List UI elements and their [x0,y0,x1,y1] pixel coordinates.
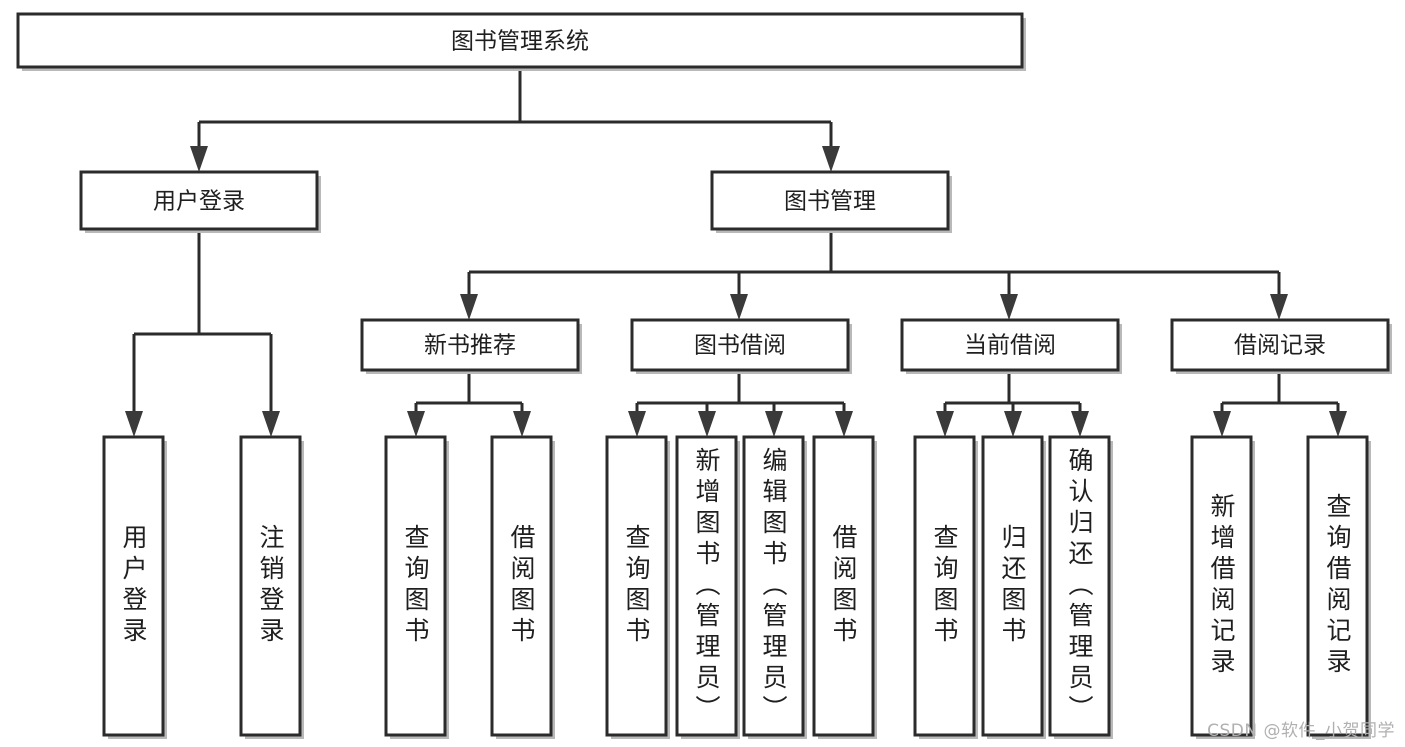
node-new-book-recommend-label: 新书推荐 [424,333,516,359]
connector-group-root [190,68,840,172]
arrow-head-current-borrow [1000,294,1018,320]
leaf-confirm-return-box [1048,435,1111,737]
arrow-head-leaf-edit-book [765,411,783,437]
csdn-watermark: CSDN @软件_小贺同学 [1207,721,1395,741]
arrow-head-leaf-borrow-book-1 [513,411,531,437]
arrow-head-borrow-record [1270,294,1288,320]
node-current-borrow-box [900,318,1120,372]
leaf-return-book-box [981,435,1044,737]
node-book-borrow[interactable]: 图书借阅 [630,318,852,374]
node-book-management[interactable]: 图书管理 [710,170,952,233]
node-borrow-record[interactable]: 借阅记录 [1170,318,1392,374]
leaf-edit-book-box [742,435,805,737]
leaf-node-query-record[interactable] [1306,435,1371,739]
connector-group-borrow-record [1213,374,1347,437]
leaf-borrow-book-1-box [490,435,553,737]
node-current-borrow[interactable]: 当前借阅 [900,318,1122,374]
node-book-borrow-box [630,318,850,372]
node-borrow-record-box [1170,318,1390,372]
arrow-head-book-borrow [730,294,748,320]
node-new-book-recommend[interactable]: 新书推荐 [360,318,582,374]
leaf-add-book-box [675,435,738,737]
arrow-head-leaf-logout-login [262,411,280,437]
node-root[interactable]: 图书管理系统 [16,12,1026,71]
node-current-borrow-label: 当前借阅 [964,333,1056,359]
leaf-query-book-2-box [605,435,668,737]
leaf-add-record-box [1190,435,1253,737]
arrow-head-leaf-user-login [125,411,143,437]
connector-group-new-book-recommend [407,374,531,437]
node-user-login-label: 用户登录 [153,189,245,215]
node-user-login[interactable]: 用户登录 [79,170,321,233]
connector-group-current-borrow [936,374,1089,437]
leaf-logout-login-box [239,435,302,737]
leaf-node-query-book-1[interactable] [384,435,449,739]
connector-group-book-borrow [628,374,853,437]
leaf-node-return-book[interactable] [981,435,1046,739]
arrow-head-user-login [190,146,208,172]
leaf-node-add-book[interactable] [675,435,740,739]
leaf-node-logout-login[interactable] [239,435,304,739]
node-book-management-label: 图书管理 [784,189,876,215]
leaf-node-edit-book[interactable] [742,435,807,739]
leaf-query-record-box [1306,435,1369,737]
arrow-head-leaf-add-record [1213,411,1231,437]
node-user-login-box [79,170,319,231]
node-borrow-record-label: 借阅记录 [1234,333,1326,359]
leaf-borrow-book-2-box [812,435,875,737]
leaf-node-borrow-book-2[interactable] [812,435,877,739]
arrow-head-leaf-return-book [1004,411,1022,437]
node-book-borrow-label: 图书借阅 [694,333,786,359]
leaf-node-user-login[interactable] [102,435,167,739]
leaf-node-confirm-return[interactable] [1048,435,1113,739]
leaf-user-login-box [102,435,165,737]
node-book-management-box [710,170,950,231]
arrow-head-leaf-query-book-2 [628,411,646,437]
connector-group-user-login [125,232,280,437]
arrow-head-new-book-recommend [460,294,478,320]
leaf-node-query-book-2[interactable] [605,435,670,739]
node-root-box [16,12,1024,69]
leaf-node-add-record[interactable] [1190,435,1255,739]
arrow-head-leaf-confirm-return [1071,411,1089,437]
leaf-node-query-book-3[interactable] [913,435,978,739]
arrow-head-leaf-query-book-3 [936,411,954,437]
arrow-head-leaf-query-record [1329,411,1347,437]
leaf-node-borrow-book-1[interactable] [490,435,555,739]
leaf-query-book-1-box [384,435,447,737]
leaf-query-book-3-box [913,435,976,737]
arrow-head-leaf-query-book-1 [407,411,425,437]
arrow-head-leaf-add-book [698,411,716,437]
connector-group-book-management [460,232,1288,320]
arrow-head-book-management [822,146,840,172]
node-new-book-recommend-box [360,318,580,372]
arrow-head-leaf-borrow-book-2 [835,411,853,437]
node-root-label: 图书管理系统 [451,29,589,55]
